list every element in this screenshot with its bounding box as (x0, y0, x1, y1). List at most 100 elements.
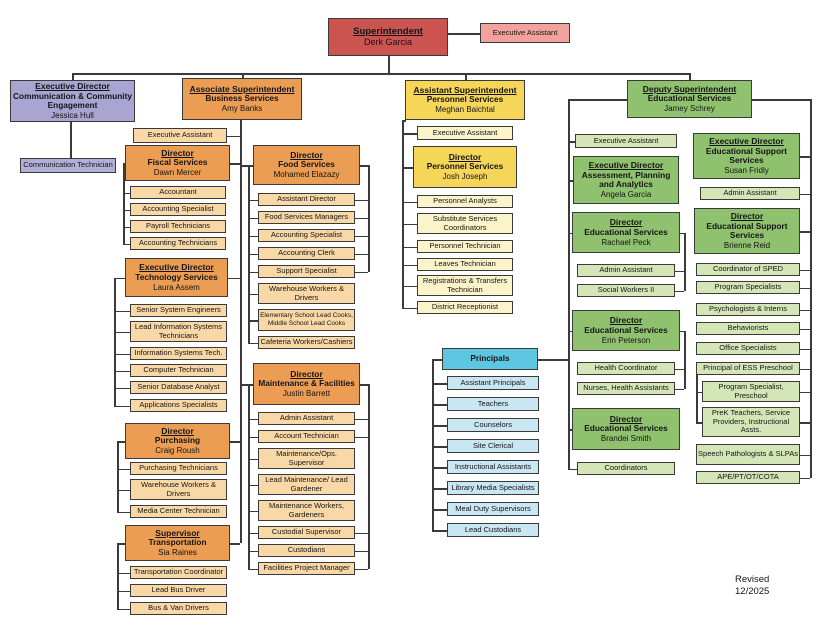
connector-line (248, 550, 258, 552)
org-educational-support-program-specialist-preschool-label: Program Specialist, Preschool (718, 381, 784, 400)
connector-line (684, 232, 686, 291)
org-business-fiscal-accountant-label: Accountant (159, 187, 197, 197)
org-business-transportation-head-name: Sia Raines (158, 548, 197, 558)
org-communication-head-title: Executive Director (35, 80, 110, 91)
connector-line (248, 484, 258, 486)
connector-line (230, 441, 240, 443)
connector-line (70, 122, 72, 158)
connector-line (810, 99, 812, 478)
org-educational-exec-assistant: Executive Assistant (575, 134, 677, 148)
org-business-food-food-services-managers-label: Food Services Managers (264, 212, 349, 222)
connector-line (800, 422, 810, 424)
org-business-technology-applications-specialists-label: Applications Specialists (139, 400, 218, 410)
org-educational-services-peck-admin-assistant-label: Admin Assistant (599, 265, 653, 275)
org-personnel-head-name: Meghan Baichtal (435, 105, 495, 115)
connector-line (568, 99, 627, 101)
connector-line (117, 441, 125, 443)
connector-line (72, 73, 689, 75)
connector-line (248, 271, 258, 273)
org-educational-support-office-specialists: Office Specialists (696, 342, 800, 355)
org-personnel-substitute-services-coordinators-label: Substitute Services Coordinators (432, 213, 498, 232)
connector-line (432, 446, 447, 448)
org-personnel-personnel-analysts: Personnel Analysts (417, 195, 513, 208)
org-educational-services-smith-coordinators: Coordinators (577, 462, 675, 475)
org-business-maintenance-head-title: Director (290, 368, 323, 379)
org-communication-technician-label: Communication Technician (23, 160, 113, 170)
org-educational-head-title: Deputy Superintendent (642, 83, 737, 94)
org-schools-assistant-principals-label: Assistant Principals (460, 377, 526, 387)
connector-line (355, 550, 368, 552)
org-business-transportation-bus-van-drivers-label: Bus & Van Drivers (148, 603, 209, 613)
org-personnel-personnel-analysts-label: Personnel Analysts (433, 196, 497, 206)
org-personnel-district-receptionist-label: District Receptionist (431, 302, 499, 312)
org-business-food-warehouse-workers-drivers-label: Warehouse Workers & Drivers (268, 283, 345, 302)
org-business-maintenance-custodians-label: Custodians (287, 545, 326, 555)
connector-line (355, 418, 368, 420)
org-educational-support-coordinator-of-sped: Coordinator of SPED (696, 263, 800, 276)
connector-line (248, 418, 258, 420)
connector-line (117, 511, 130, 513)
org-business-maintenance-facilities-project-manager: Facilities Project Manager (258, 562, 355, 575)
connector-line (355, 532, 368, 534)
org-educational-support-admin-assistant-label: Admin Assistant (723, 188, 777, 198)
org-business-fiscal-accountant: Accountant (130, 186, 226, 199)
org-business-maintenance-lead-maintenance-lead-gardener-label: Lead Maintenance/ Lead Gardener (265, 474, 348, 493)
connector-line (568, 232, 572, 234)
connector-line (538, 359, 568, 361)
connector-line (248, 384, 250, 569)
org-business-technology-information-systems-tech-label: Information Systems Tech. (134, 348, 223, 358)
org-business-maintenance-admin-assistant: Admin Assistant (258, 412, 355, 425)
connector-line (800, 287, 810, 289)
org-educational-assessment-head-name: Angela Garcia (600, 189, 652, 199)
connector-line (355, 235, 368, 237)
org-schools-site-clerical: Site Clerical (447, 439, 539, 453)
org-educational-support-behaviorists-label: Behaviorists (727, 323, 769, 333)
connector-line (360, 165, 368, 167)
connector-line (248, 217, 258, 219)
connector-line (230, 543, 240, 545)
org-business-head-title: Associate Superintendent (189, 83, 295, 94)
org-educational-services-peck-admin-assistant: Admin Assistant (577, 264, 675, 277)
org-business-purchasing-purchasing-technicians-label: Purchasing Technicians (139, 463, 218, 473)
connector-line (123, 192, 130, 194)
connector-line (123, 209, 130, 211)
org-personnel-district-receptionist: District Receptionist (417, 301, 513, 314)
org-educational-support-exec-head-subtitle: Educational Support Services (705, 145, 788, 166)
org-business-fiscal-head-title: Director (161, 147, 194, 158)
org-personnel-director-name: Josh Joseph (442, 172, 488, 182)
connector-line (800, 368, 810, 370)
connector-line (248, 342, 258, 344)
connector-line (248, 510, 258, 512)
org-business-maintenance-account-technician-label: Account Technician (274, 431, 339, 441)
org-business-maintenance-custodial-supervisor: Custodial Supervisor (258, 526, 355, 539)
connector-line (117, 572, 130, 574)
org-business-maintenance-account-technician: Account Technician (258, 430, 355, 443)
org-business-technology-head-name: Laura Assem (153, 282, 200, 292)
org-business-exec-assistant: Executive Assistant (133, 128, 227, 143)
connector-line (568, 180, 573, 182)
org-superintendent-assistant-label: Executive Assistant (492, 27, 558, 37)
connector-line (402, 201, 417, 203)
connector-line (114, 331, 130, 333)
connector-line (568, 468, 577, 470)
org-business-food-support-specialist-label: Support Specialist (276, 266, 337, 276)
connector-line (402, 246, 417, 248)
org-educational-services-peck-head-subtitle: Educational Services (584, 226, 668, 237)
org-business-fiscal-accounting-technicians: Accounting Technicians (130, 237, 226, 250)
org-educational-support-speech-pathologists-label: Speech Pathologists & SLPAs (698, 449, 798, 459)
connector-line (402, 285, 417, 287)
org-business-technology-computer-technician: Computer Technician (130, 364, 227, 377)
connector-line (388, 56, 390, 73)
connector-line (248, 436, 258, 438)
org-business-head-subtitle: Business Services (205, 93, 279, 104)
connector-line (117, 543, 119, 609)
org-personnel-leaves-technician-label: Leaves Technician (434, 259, 496, 269)
org-business-purchasing-head-title: Director (161, 425, 194, 436)
connector-line (402, 307, 417, 309)
connector-line (117, 543, 125, 545)
